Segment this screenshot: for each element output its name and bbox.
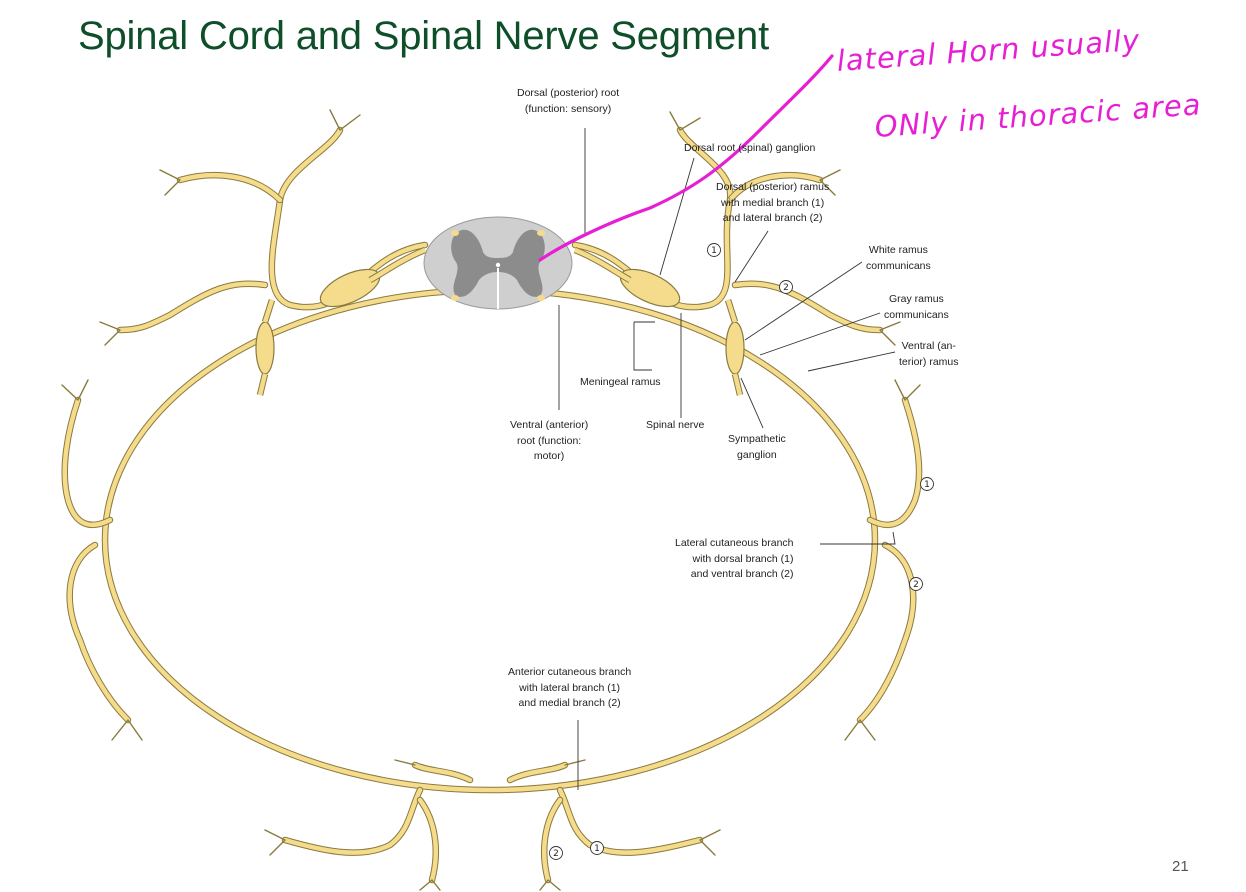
marker-lateral-ventral bbox=[909, 577, 923, 591]
marker-anterior-lateral bbox=[590, 841, 604, 855]
label-anterior-cutaneous: Anterior cutaneous branch with lateral b… bbox=[508, 666, 632, 709]
marker-number: 1 bbox=[711, 246, 717, 256]
sympathetic-ganglia bbox=[255, 299, 745, 396]
label-ventral-ramus: Ventral (an- terior) ramus bbox=[899, 340, 959, 368]
branch-marker-numbers: 1 2 1 2 1 2 bbox=[553, 246, 930, 859]
marker-number: 1 bbox=[594, 844, 600, 854]
spinal-cord-cross-section bbox=[423, 216, 573, 310]
marker-number: 2 bbox=[553, 849, 559, 859]
label-lateral-cutaneous: Lateral cutaneous branch with dorsal bra… bbox=[675, 537, 794, 580]
nerve-paths bbox=[61, 109, 923, 891]
marker-anterior-medial bbox=[549, 846, 563, 860]
marker-number: 1 bbox=[924, 480, 930, 490]
slide-title: Spinal Cord and Spinal Nerve Segment bbox=[78, 14, 769, 58]
marker-dorsal-lateral bbox=[779, 280, 793, 294]
branch-markers bbox=[549, 243, 934, 860]
marker-number: 2 bbox=[913, 580, 919, 590]
label-dorsal-ramus: Dorsal (posterior) ramus with medial bra… bbox=[716, 181, 830, 224]
label-white-ramus: White ramus communicans bbox=[866, 244, 931, 272]
marker-dorsal-medial bbox=[707, 243, 721, 257]
label-dorsal-root-ganglion: Dorsal root (spinal) ganglion bbox=[684, 142, 816, 154]
leader-lines bbox=[558, 128, 896, 790]
label-meningeal-ramus: Meningeal ramus bbox=[580, 376, 661, 388]
marker-lateral-dorsal bbox=[920, 477, 934, 491]
label-gray-ramus: Gray ramus communicans bbox=[884, 293, 949, 321]
label-dorsal-root: Dorsal (posterior) root (function: senso… bbox=[517, 87, 620, 115]
marker-number: 2 bbox=[783, 283, 789, 293]
label-sympathetic-ganglion: Sympathetic ganglion bbox=[728, 433, 786, 461]
label-spinal-nerve: Spinal nerve bbox=[646, 419, 705, 431]
page-number: 21 bbox=[1172, 858, 1189, 875]
label-ventral-root: Ventral (anterior) root (function: motor… bbox=[510, 419, 589, 462]
sympathetic-ganglion-left bbox=[255, 321, 275, 375]
dorsal-root-ganglia bbox=[319, 246, 681, 308]
sympathetic-ganglion-right bbox=[725, 321, 745, 375]
annotation-stroke bbox=[538, 54, 834, 262]
